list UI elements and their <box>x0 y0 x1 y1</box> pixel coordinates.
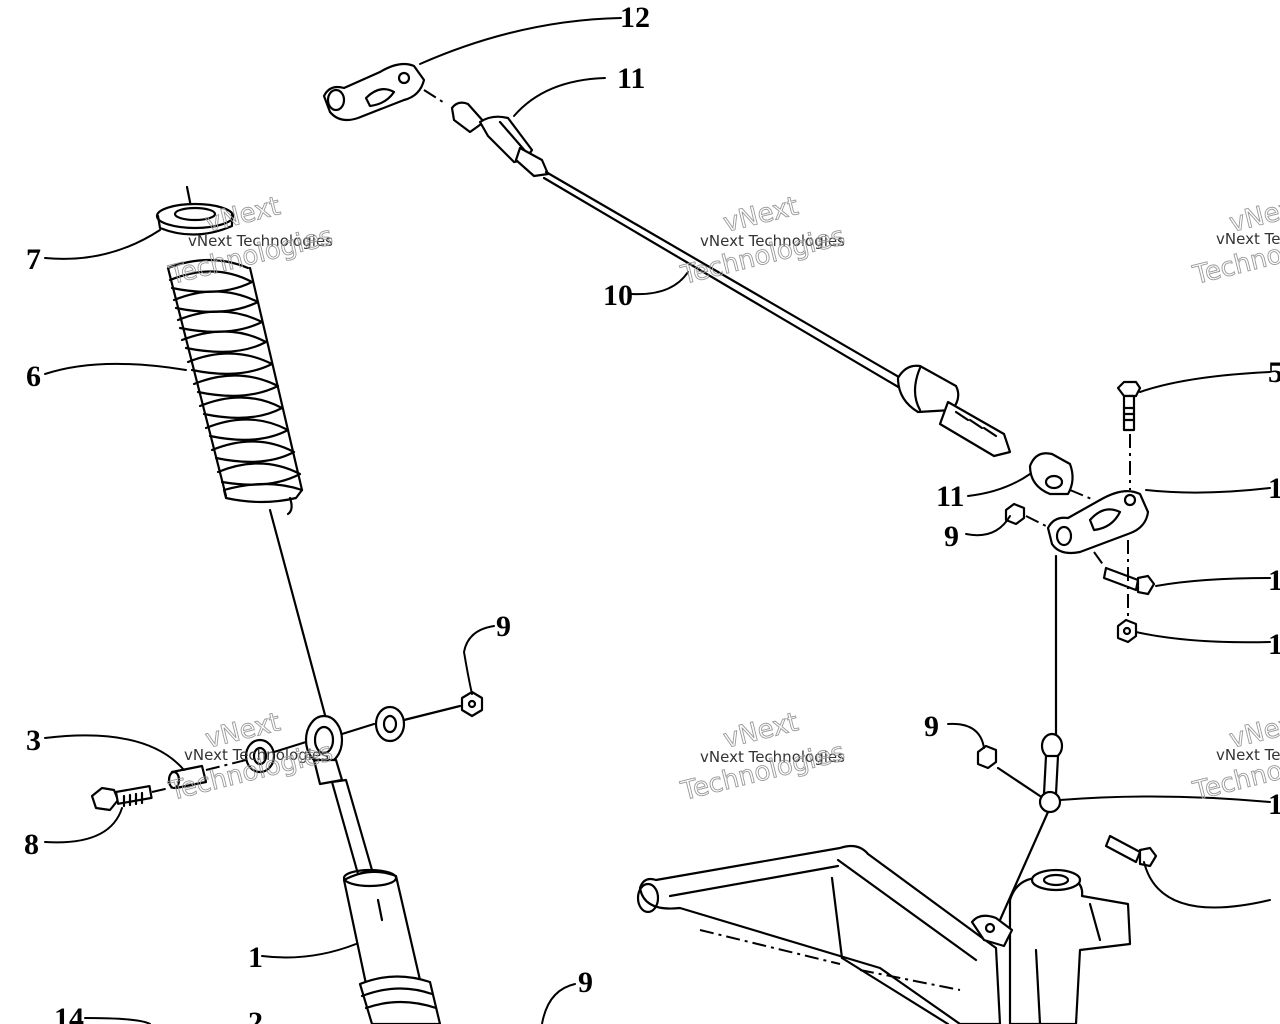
svg-text:vNext Technologies: vNext Technologies <box>700 748 845 766</box>
callout-11-right: 11 <box>936 480 964 513</box>
callout-10: 10 <box>603 279 633 312</box>
svg-text:vNext Technologies: vNext Technologies <box>700 232 845 250</box>
nut-arm-lower-part <box>1116 618 1138 644</box>
bolt-8-part <box>90 784 179 812</box>
spindle-part <box>1008 868 1132 1024</box>
callout-9-link: 9 <box>924 710 939 743</box>
bolt-arm-part <box>1093 551 1156 596</box>
a-arm-part <box>636 844 1002 1024</box>
callout-2: 2 <box>248 1006 263 1024</box>
svg-text:vNext Technologies: vNext Technologies <box>1216 746 1280 764</box>
svg-text:vNext Technologies: vNext Technologies <box>188 232 333 250</box>
svg-text:vNext Technologies: vNext Technologies <box>184 746 329 764</box>
callout-5: 5 <box>1268 356 1280 389</box>
lower-ball-joint-part <box>970 914 1014 948</box>
link-rod-part <box>1038 732 1064 814</box>
nut-9-part-shock <box>460 690 484 718</box>
callout-right-edge-1: 1 <box>1268 472 1280 505</box>
svg-text:vNext Technologies: vNext Technologies <box>1216 230 1280 248</box>
bolt-link-part <box>1104 834 1158 868</box>
watermark-top-center: vNext vNext Technologies Technologies <box>677 191 848 292</box>
bolt-5-part <box>1116 380 1142 490</box>
callout-7: 7 <box>26 243 41 276</box>
tie-rod-adjuster-11-part <box>450 101 550 178</box>
callout-6: 6 <box>26 360 41 393</box>
watermark-top-right: vNext vNext Technologies Technologies <box>1189 191 1280 292</box>
spacer-part-right <box>374 705 406 743</box>
callout-right-edge-2: 1 <box>1268 564 1280 597</box>
watermark-bottom-center: vNext vNext Technologies Technologies <box>677 707 848 808</box>
callout-9-shock: 9 <box>496 610 511 643</box>
callout-right-edge-3: 1 <box>1268 628 1280 661</box>
callout-3: 3 <box>26 724 41 757</box>
tie-rod-10-part <box>542 170 906 390</box>
callout-1: 1 <box>248 941 263 974</box>
tie-rod-end-12-part <box>322 62 426 122</box>
spacer-part-left <box>244 738 276 774</box>
callout-12: 12 <box>620 1 650 34</box>
callout-8: 8 <box>24 828 39 861</box>
watermark-bottom-right: vNext vNext Technologies Technologies <box>1189 707 1280 808</box>
callout-right-edge-4: 1 <box>1268 788 1280 821</box>
tie-rod-boot-11-part <box>1028 452 1074 496</box>
shock-absorber-part <box>304 714 442 1024</box>
nut-9-part-arm <box>1004 502 1026 526</box>
spring-seat-part <box>155 185 235 236</box>
coil-spring-part <box>166 258 304 516</box>
callout-14: 14 <box>54 1002 84 1024</box>
bushing-3-part <box>167 764 208 790</box>
watermark-bottom-left: vNext vNext Technologies Technologies <box>165 707 336 808</box>
callout-9-arm: 9 <box>944 520 959 553</box>
callout-11-top: 11 <box>617 62 645 95</box>
tie-rod-sleeve-part <box>896 364 1012 458</box>
callout-9-lower: 9 <box>578 966 593 999</box>
steering-arm-part <box>1046 489 1150 555</box>
nut-9-part-link <box>976 744 998 770</box>
